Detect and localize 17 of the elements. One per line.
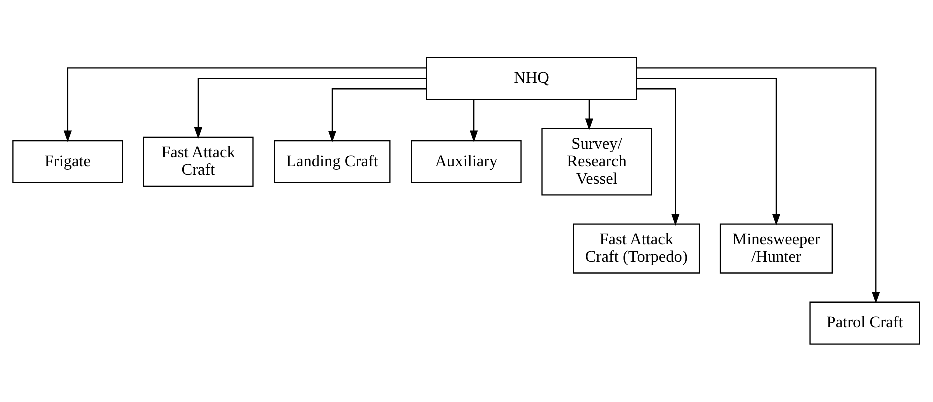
node-box: Frigate: [12, 140, 124, 184]
arrow: [194, 78, 427, 140]
node-box: Fast Attack Craft: [143, 136, 254, 188]
arrow: [636, 88, 680, 226]
node-box: NHQ: [426, 57, 638, 100]
arrow: [64, 68, 427, 142]
node-box: Fast Attack Craft (Torpedo): [573, 224, 700, 274]
arrow: [636, 68, 880, 304]
node-box: Patrol Craft: [810, 302, 920, 345]
node-box: Survey/ Research Vessel: [542, 128, 652, 196]
node-box: Landing Craft: [274, 140, 391, 184]
arrow: [470, 100, 478, 142]
node-box: Auxiliary: [411, 140, 522, 184]
arrow: [328, 88, 427, 143]
arrow: [585, 100, 594, 130]
node-box: Minesweeper /Hunter: [720, 224, 833, 274]
arrow: [636, 78, 781, 226]
